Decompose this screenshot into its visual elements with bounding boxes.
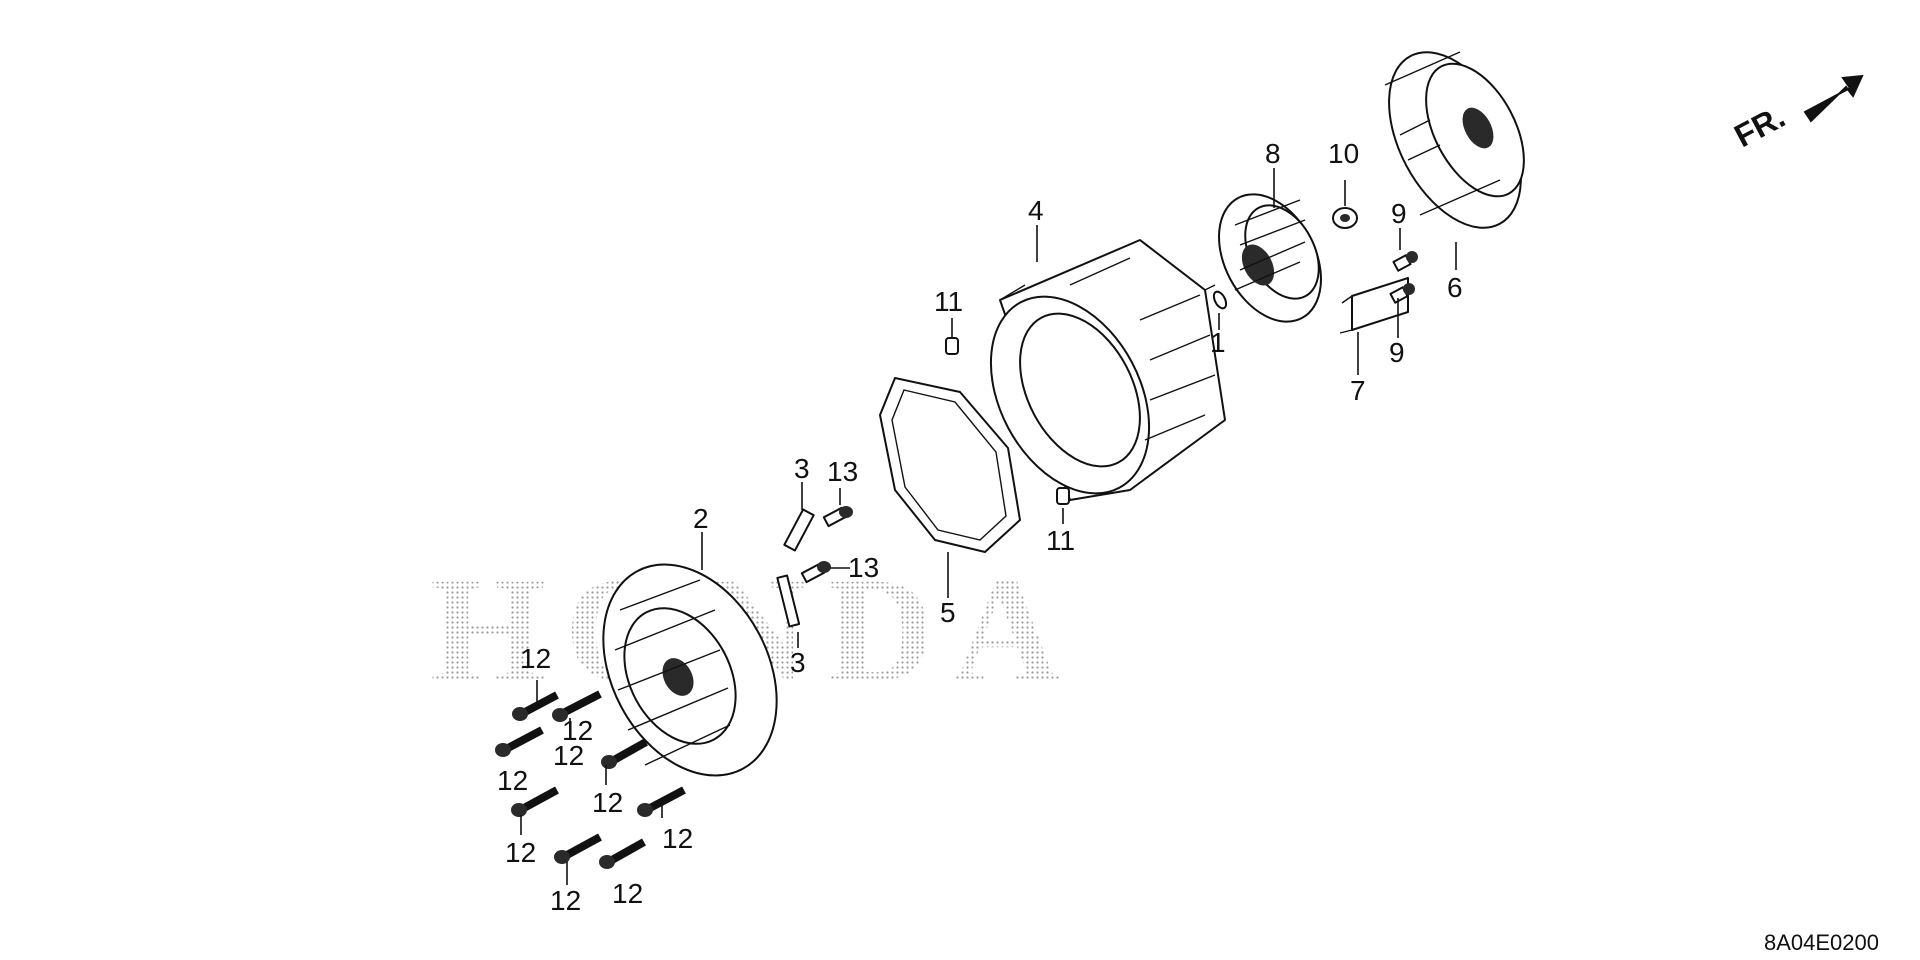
callout-13-lower: 13 bbox=[848, 552, 879, 583]
front-arrow-icon bbox=[1803, 74, 1864, 123]
callout-12-d: 12 bbox=[592, 787, 623, 818]
callout-1: 1 bbox=[1210, 327, 1226, 358]
callout-8: 8 bbox=[1265, 138, 1281, 169]
callout-12-a: 12 bbox=[520, 643, 551, 674]
part-bolt-12-a[interactable] bbox=[512, 691, 559, 721]
part-cooling-fan[interactable] bbox=[1198, 177, 1341, 339]
front-label: FR. bbox=[1728, 98, 1790, 154]
callout-3-lower: 3 bbox=[790, 647, 806, 678]
part-bolt-12-b[interactable] bbox=[552, 690, 602, 722]
part-bolt-12-e[interactable] bbox=[511, 786, 559, 817]
part-screw-9-lower[interactable] bbox=[1389, 283, 1415, 304]
callout-13-upper: 13 bbox=[827, 456, 858, 487]
part-stator-housing[interactable] bbox=[959, 239, 1226, 521]
part-gasket[interactable] bbox=[879, 377, 1021, 553]
callout-6: 6 bbox=[1447, 272, 1463, 303]
callout-12-b: 12 bbox=[553, 740, 584, 771]
callout-12-g: 12 bbox=[550, 885, 581, 916]
callout-4: 4 bbox=[1028, 195, 1044, 226]
leader-lines bbox=[520, 168, 1457, 885]
part-bolt-12-d[interactable] bbox=[601, 738, 648, 769]
callout-12-c: 12 bbox=[497, 765, 528, 796]
part-screw-13-upper[interactable] bbox=[822, 506, 853, 528]
part-bolt-12-f[interactable] bbox=[637, 786, 686, 817]
callout-9-upper: 9 bbox=[1391, 198, 1407, 229]
part-brush-3-lower[interactable] bbox=[776, 574, 801, 628]
callout-12-f: 12 bbox=[662, 823, 693, 854]
callout-labels: 1 2 3 3 4 5 6 7 8 9 9 10 11 11 12 12 12 … bbox=[497, 138, 1463, 916]
front-direction-indicator: FR. bbox=[1728, 74, 1864, 154]
callout-3-upper: 3 bbox=[794, 453, 810, 484]
part-bolt-12-h[interactable] bbox=[599, 838, 646, 869]
part-dowel-11-upper[interactable] bbox=[945, 337, 959, 355]
callout-10: 10 bbox=[1328, 138, 1359, 169]
part-pin[interactable] bbox=[1211, 290, 1228, 311]
part-rear-cover[interactable] bbox=[1362, 30, 1548, 249]
callout-12-i: 12 bbox=[562, 715, 593, 746]
callout-12-h: 12 bbox=[612, 878, 643, 909]
part-screw-9-upper[interactable] bbox=[1392, 251, 1418, 272]
diagram-code: 8A04E0200 bbox=[1764, 930, 1879, 955]
callout-7: 7 bbox=[1350, 375, 1366, 406]
part-brush-3-upper[interactable] bbox=[783, 508, 815, 552]
callout-11-lower: 11 bbox=[1046, 525, 1075, 556]
callout-2: 2 bbox=[693, 503, 709, 534]
part-dowel-11-lower[interactable] bbox=[1056, 487, 1070, 505]
part-front-cover[interactable] bbox=[569, 534, 812, 805]
part-bolt-12-c[interactable] bbox=[495, 726, 544, 757]
callout-11-upper: 11 bbox=[934, 286, 963, 317]
part-nut[interactable] bbox=[1332, 207, 1358, 229]
part-bolt-12-g[interactable] bbox=[554, 833, 602, 864]
part-screw-13-lower[interactable] bbox=[800, 561, 831, 584]
callout-9-lower: 9 bbox=[1389, 337, 1405, 368]
callout-12-e: 12 bbox=[505, 837, 536, 868]
callout-5: 5 bbox=[940, 597, 956, 628]
